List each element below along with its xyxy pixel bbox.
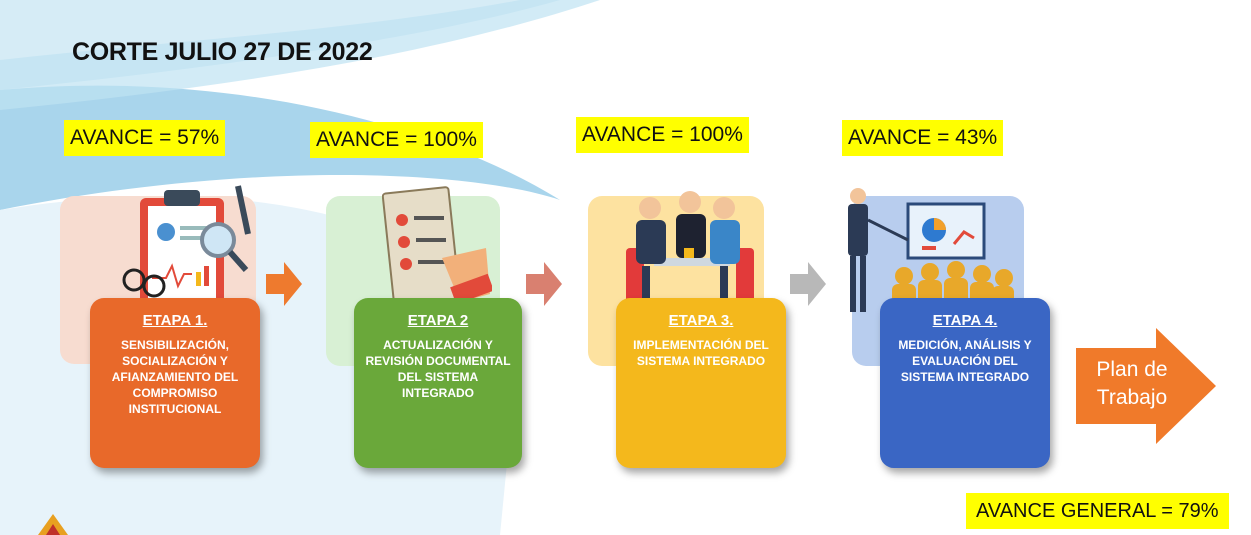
stage-4-card: ETAPA 4. MEDICIÓN, ANÁLISIS Y EVALUACIÓN… <box>880 298 1050 468</box>
stage-3-description: IMPLEMENTACIÓN DEL SISTEMA INTEGRADO <box>633 338 769 368</box>
stage-3-label: ETAPA 3. <box>668 312 734 329</box>
plan-line-2: Trabajo <box>1096 386 1168 409</box>
plan-line-1: Plan de <box>1096 358 1168 381</box>
page-title: CORTE JULIO 27 DE 2022 <box>72 38 373 66</box>
logo-icon <box>38 514 68 535</box>
stage-3-card: ETAPA 3. IMPLEMENTACIÓN DEL SISTEMA INTE… <box>616 298 786 468</box>
clipboard-magnifier-icon <box>122 185 251 306</box>
stage-4-description: MEDICIÓN, ANÁLISIS Y EVALUACIÓN DEL SIST… <box>898 338 1032 384</box>
avance-general: AVANCE GENERAL = 79% <box>966 493 1229 529</box>
stage-4-avance: AVANCE = 43% <box>842 120 1004 156</box>
stage-1-card: ETAPA 1. SENSIBILIZACIÓN, SOCIALIZACIÓN … <box>90 298 260 468</box>
arrow-right-icon <box>526 262 562 306</box>
arrow-right-icon <box>266 262 302 306</box>
checklist-document-icon <box>382 186 492 306</box>
stage-1-avance: AVANCE = 57% <box>64 120 226 156</box>
stage-2-card: ETAPA 2 ACTUALIZACIÓN Y REVISIÓN DOCUMEN… <box>354 298 522 468</box>
plan-de-trabajo-label: Plan de Trabajo <box>1086 356 1178 412</box>
stage-4-label: ETAPA 4. <box>932 312 998 329</box>
plan-arrow-icon <box>1076 328 1216 444</box>
stage-2-avance: AVANCE = 100% <box>310 122 483 158</box>
stage-2-label: ETAPA 2 <box>407 312 469 329</box>
stage-1-label: ETAPA 1. <box>142 312 208 329</box>
team-meeting-icon <box>626 191 754 316</box>
arrow-right-icon <box>790 262 826 306</box>
stage-2-description: ACTUALIZACIÓN Y REVISIÓN DOCUMENTAL DEL … <box>365 338 511 400</box>
stage-1-description: SENSIBILIZACIÓN, SOCIALIZACIÓN Y AFIANZA… <box>111 338 239 416</box>
stage-3-avance: AVANCE = 100% <box>576 117 749 153</box>
